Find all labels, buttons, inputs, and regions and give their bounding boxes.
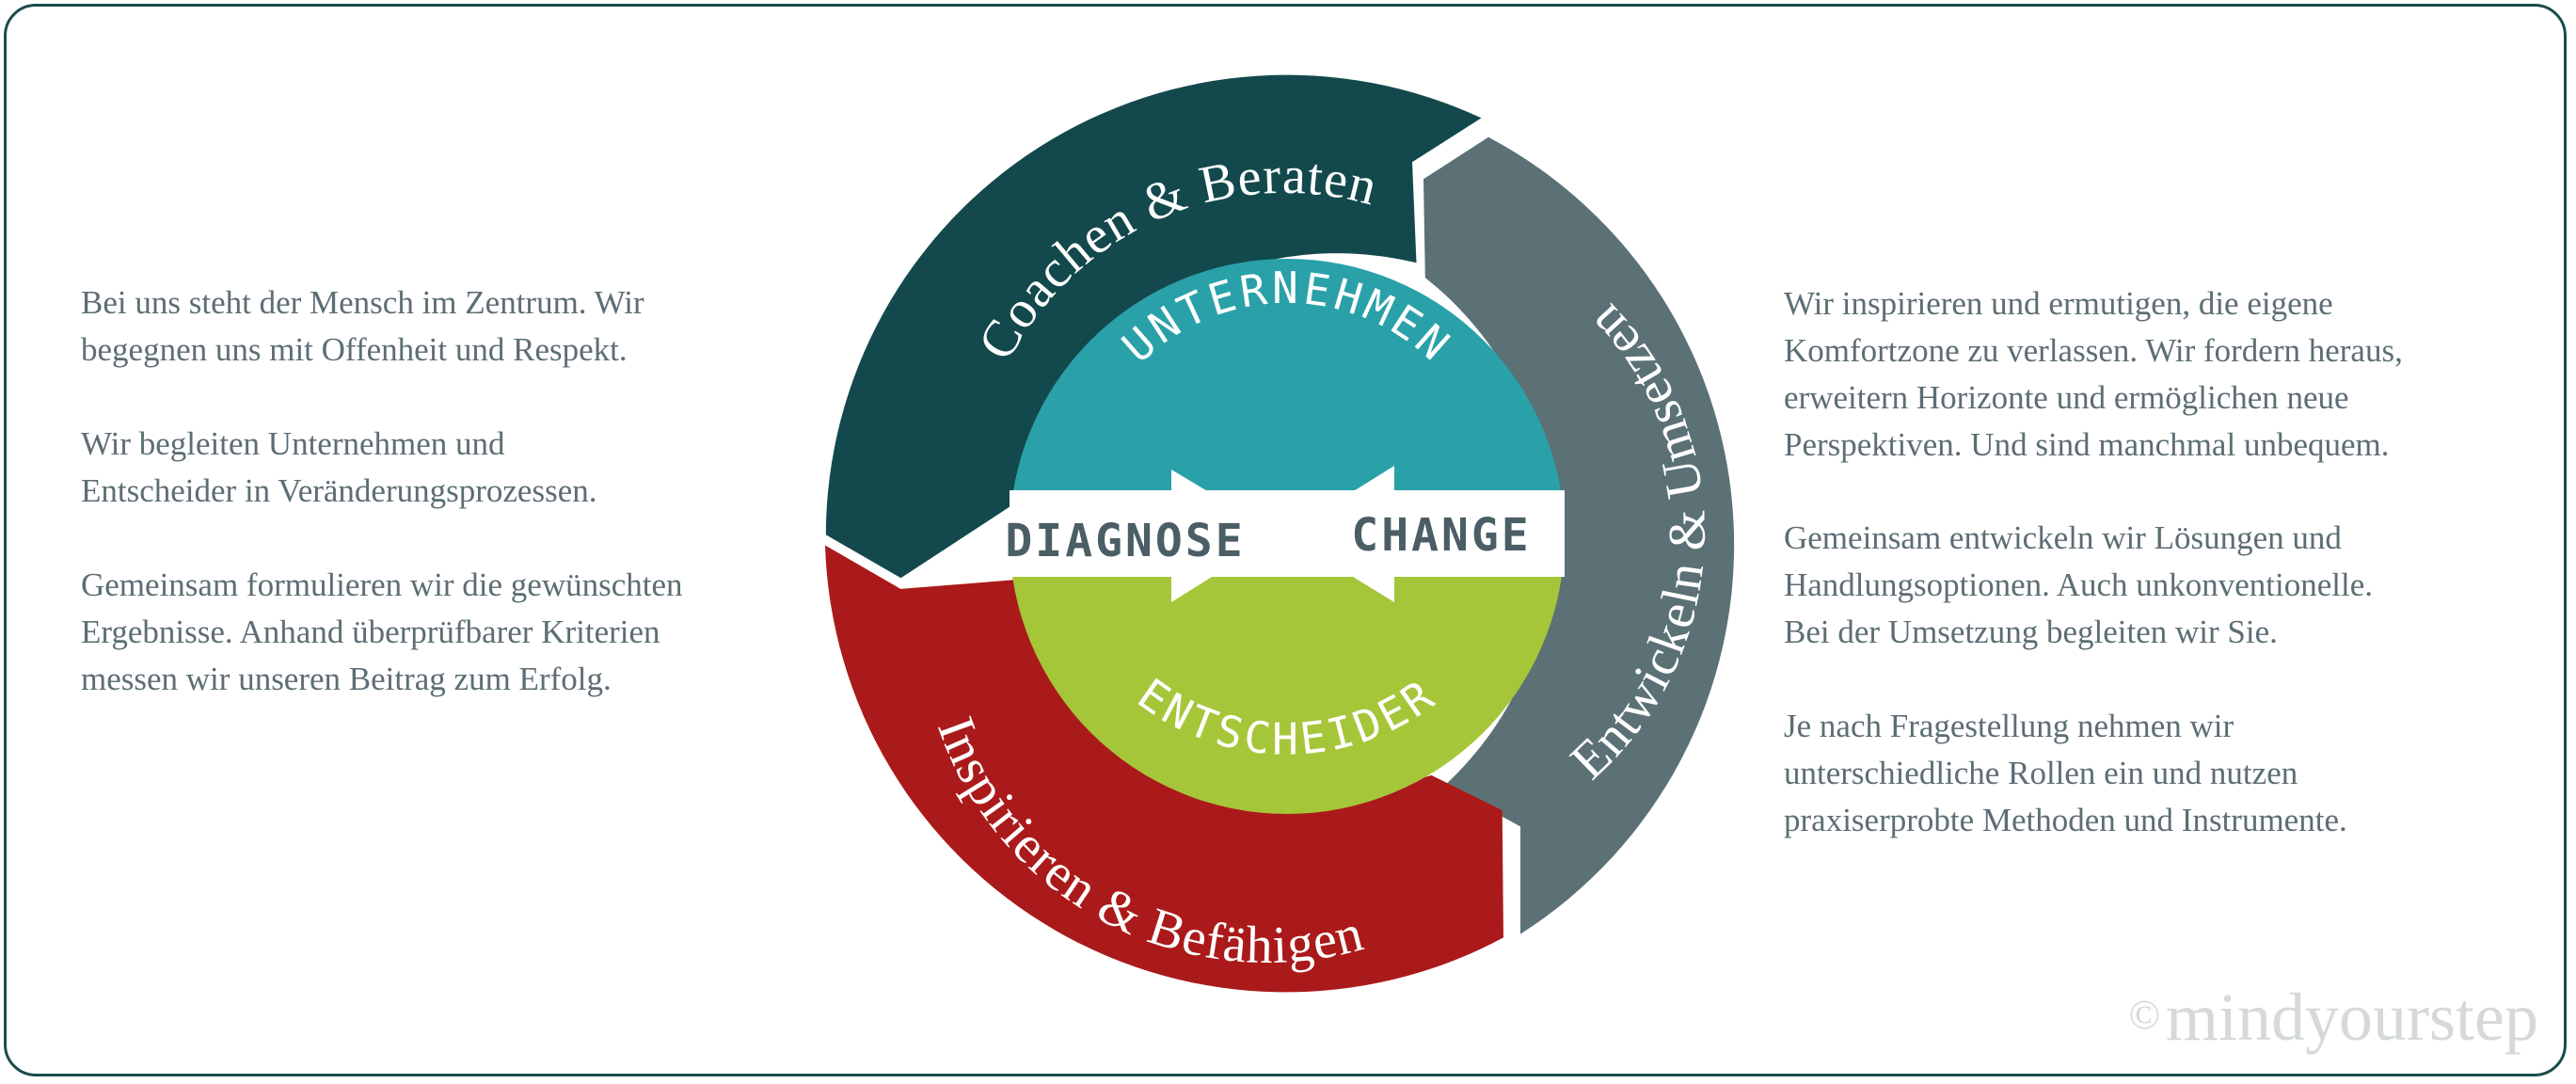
segment-coachen-beraten [825,74,1482,579]
right-paragraph-2: Gemeinsam entwickeln wir Lösungen und Ha… [1784,519,2374,650]
outer-frame [4,4,2567,1076]
right-paragraph-1: Wir inspirieren und ermutigen, die eigen… [1784,285,2403,463]
brand-watermark: ©mindyourstep [2129,979,2538,1057]
center-label-diagnose: DIAGNOSE [1005,515,1245,567]
copyright-symbol: © [2128,992,2161,1038]
arrow-left-icon [1284,466,1565,602]
center-label-change: CHANGE [1351,509,1531,562]
segment-entwickeln-umsetzen [1423,136,1735,934]
arrow-right-icon [1010,470,1280,602]
left-paragraph-3: Gemeinsam formulieren wir die gewünschte… [81,566,683,697]
brand-name: mindyourstep [2166,980,2538,1055]
right-paragraph-3: Je nach Fragestellung nehmen wir untersc… [1784,708,2347,838]
left-paragraph-2: Wir begleiten Unternehmen und Entscheide… [81,425,597,509]
left-paragraph-1: Bei uns steht der Mensch im Zentrum. Wir… [81,284,644,368]
